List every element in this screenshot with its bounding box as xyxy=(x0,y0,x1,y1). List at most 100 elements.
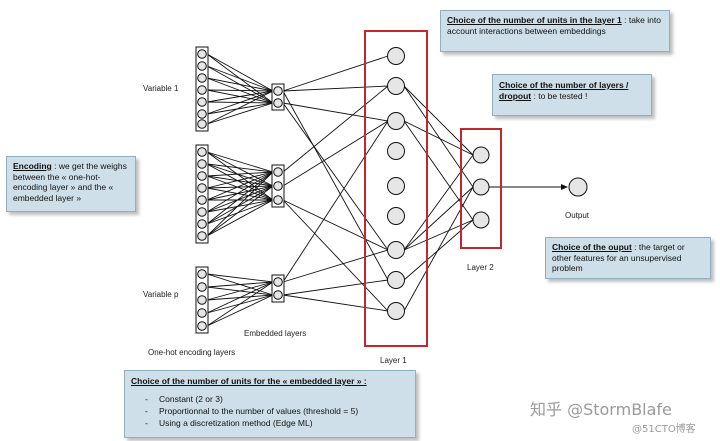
layer1-node xyxy=(387,112,405,130)
one-hot-to-embedded-edge xyxy=(206,281,274,327)
embedded-to-layer1-edge xyxy=(282,102,389,122)
one-hot-to-embedded-edge xyxy=(206,171,274,201)
one-hot-node xyxy=(197,183,207,193)
one-hot-to-embedded-edge xyxy=(206,65,274,92)
note-layers-dropout-title: Choice of the number of layers / dropout xyxy=(499,80,629,101)
one-hot-to-embedded-edge xyxy=(206,185,274,213)
embedded-node xyxy=(273,277,283,287)
embedded-to-layer1-edge xyxy=(282,279,389,296)
label-variable-p: Variable p xyxy=(143,290,179,299)
one-hot-node xyxy=(197,195,207,205)
embedded-node xyxy=(273,167,283,177)
label-embedded-layers: Embedded layers xyxy=(244,329,307,338)
layer1-to-layer2-edge xyxy=(403,219,474,281)
layer1-node xyxy=(387,142,405,160)
embedded-to-layer1-edge xyxy=(282,90,389,281)
embedded-node xyxy=(273,86,283,96)
one-hot-to-embedded-edge xyxy=(206,185,274,237)
layer1-to-layer2-edge xyxy=(403,85,474,156)
embedded-to-layer1-edge xyxy=(282,199,389,312)
one-hot-node xyxy=(197,159,207,169)
note-layer1-units-title: Choice of the number of units in the lay… xyxy=(447,15,622,25)
embedded-units-item: Constant (2 or 3) xyxy=(145,393,409,405)
one-hot-to-embedded-edge xyxy=(206,185,274,201)
layer1-node xyxy=(387,302,405,320)
output-node xyxy=(568,177,588,197)
embedded-node xyxy=(273,98,283,108)
one-hot-to-embedded-edge xyxy=(206,281,274,301)
one-hot-to-embedded-edge xyxy=(206,102,274,125)
layer1-node xyxy=(387,207,405,225)
one-hot-node xyxy=(197,97,207,107)
layer1-node xyxy=(387,271,405,289)
one-hot-to-embedded-edge xyxy=(206,171,274,213)
one-hot-to-embedded-edge xyxy=(206,175,274,201)
embedded-to-layer1-edge xyxy=(282,85,389,92)
one-hot-node xyxy=(197,119,207,129)
one-hot-node xyxy=(197,269,207,279)
note-output-title: Choice of the ouput xyxy=(552,242,632,252)
one-hot-to-embedded-edge xyxy=(206,199,274,237)
one-hot-to-embedded-edge xyxy=(206,90,274,115)
note-embedded-units-title: Choice of the number of units for the « … xyxy=(131,376,367,386)
one-hot-node xyxy=(197,171,207,181)
layer2-node xyxy=(472,211,490,229)
embedded-units-item: Proportionnal to the number of values (t… xyxy=(145,405,409,417)
one-hot-node xyxy=(197,219,207,229)
one-hot-node xyxy=(197,308,207,318)
one-hot-to-embedded-edge xyxy=(206,185,274,189)
embedded-to-layer1-edge xyxy=(282,249,389,283)
note-output-text: : the target or other features for an un… xyxy=(552,242,685,273)
embedded-node xyxy=(273,195,283,205)
embedded-units-list: Constant (2 or 3) Proportionnal to the n… xyxy=(145,393,409,429)
embedded-node xyxy=(273,181,283,191)
layer1-node xyxy=(387,241,405,259)
one-hot-node xyxy=(197,109,207,119)
embedded-to-layer1-edge xyxy=(282,55,389,92)
one-hot-node xyxy=(197,282,207,292)
one-hot-to-embedded-edge xyxy=(206,171,274,189)
label-layer-1: Layer 1 xyxy=(380,356,407,365)
one-hot-column xyxy=(195,144,209,244)
watermark-zhihu: 知乎 @StormBlafe xyxy=(530,400,672,419)
label-layer-2: Layer 2 xyxy=(467,263,494,272)
note-layer1-units-text: : take into account interactions between… xyxy=(447,15,661,36)
network-nodes xyxy=(197,47,588,331)
layer1-node xyxy=(387,177,405,195)
connection-lines xyxy=(206,53,568,327)
one-hot-node xyxy=(197,61,207,71)
one-hot-to-embedded-edge xyxy=(206,90,274,103)
embedded-to-layer1-edge xyxy=(282,102,389,251)
embedded-to-layer1-edge xyxy=(282,85,389,173)
embedded-to-layer1-edge xyxy=(282,120,389,187)
label-variable-1: Variable 1 xyxy=(143,84,179,93)
one-hot-node xyxy=(197,49,207,59)
note-encoding-title: Encoding xyxy=(13,161,52,171)
one-hot-to-embedded-edge xyxy=(206,90,274,125)
note-encoding-text: : we get the weighs between the « one-ho… xyxy=(13,161,127,203)
layer1-to-layer2-edge xyxy=(403,186,474,251)
one-hot-to-embedded-edge xyxy=(206,281,274,314)
one-hot-to-embedded-edge xyxy=(206,53,274,92)
embedded-units-item: Using a discretization method (Edge ML) xyxy=(145,417,409,429)
label-output: Output xyxy=(565,211,590,220)
layer1-to-layer2-edge xyxy=(403,154,474,251)
one-hot-to-embedded-edge xyxy=(206,102,274,115)
one-hot-to-embedded-edge xyxy=(206,273,274,283)
one-hot-to-embedded-edge xyxy=(206,171,274,177)
one-hot-to-embedded-edge xyxy=(206,151,274,173)
layer2-highlight-box xyxy=(460,128,502,249)
one-hot-node xyxy=(197,321,207,331)
one-hot-to-embedded-edge xyxy=(206,294,274,327)
note-embedded-units: Choice of the number of units for the « … xyxy=(124,370,416,438)
note-layer1-units: Choice of the number of units in the lay… xyxy=(440,10,670,52)
layer1-highlight-box xyxy=(364,30,428,347)
one-hot-to-embedded-edge xyxy=(206,185,274,225)
one-hot-to-embedded-edge xyxy=(206,171,274,225)
embedded-to-layer1-edge xyxy=(282,199,389,251)
note-encoding: Encoding : we get the weighs between the… xyxy=(6,156,136,212)
one-hot-node xyxy=(197,73,207,83)
layer1-node xyxy=(387,47,405,65)
embedded-to-layer1-edge xyxy=(282,294,389,312)
